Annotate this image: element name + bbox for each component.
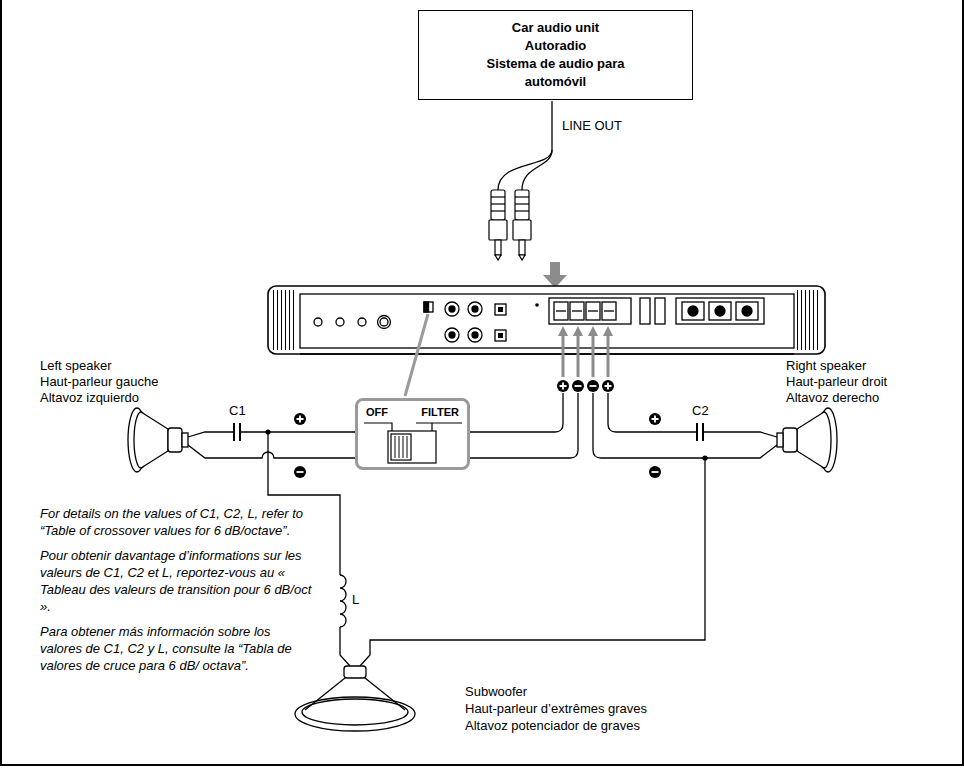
speaker-label: Haut-parleur droit [786,374,887,390]
component-label: C2 [692,403,709,419]
capacitor-symbol [234,423,240,441]
junction-dot [265,429,270,434]
note-text: For details on the values of C1, C2, L, … [40,505,315,539]
junction-dot [702,455,707,460]
terminal-arrows [558,326,613,377]
speaker-label: Haut-parleur gauche [40,374,159,390]
speaker-label: Altavoz potenciador de graves [465,718,640,734]
speaker-label: Altavoz izquierdo [40,390,139,406]
amplifier [268,286,825,354]
speaker-symbol [128,408,188,472]
filter-switch-inset: OFF FILTER [355,398,470,470]
capacitor-symbol [697,423,703,441]
speaker-symbol [777,408,837,472]
note-text: Para obtener más información sobre los v… [40,623,315,674]
line-out-cable [498,101,552,190]
polarity-symbols [294,380,661,478]
rca-plug [489,190,507,260]
speaker-label: Altavoz derecho [786,390,879,406]
speaker-label: Haut-parleur d’extrêmes graves [465,701,647,717]
switch-position: FILTER [421,406,459,419]
box-heading: Sistema de audio para automóvil [466,55,646,91]
component-label: L [352,592,359,608]
rca-plug [513,190,531,260]
note-text: Pour obtenir davantage d’informations su… [40,547,315,615]
head-unit-box: Car audio unitAutoradioSistema de audio … [418,10,693,100]
speaker-label: Subwoofer [465,684,527,700]
inset-leader [405,314,428,396]
component-label: C1 [229,403,246,419]
speaker-label: Left speaker [40,358,112,374]
box-heading: Autoradio [429,37,682,55]
subwoofer-symbol [295,666,415,731]
signal-name: LINE OUT [562,118,622,134]
speaker-label: Right speaker [786,358,866,374]
box-heading: Car audio unit [429,19,682,37]
switch-position: OFF [366,406,388,419]
insert-arrow [543,262,567,288]
